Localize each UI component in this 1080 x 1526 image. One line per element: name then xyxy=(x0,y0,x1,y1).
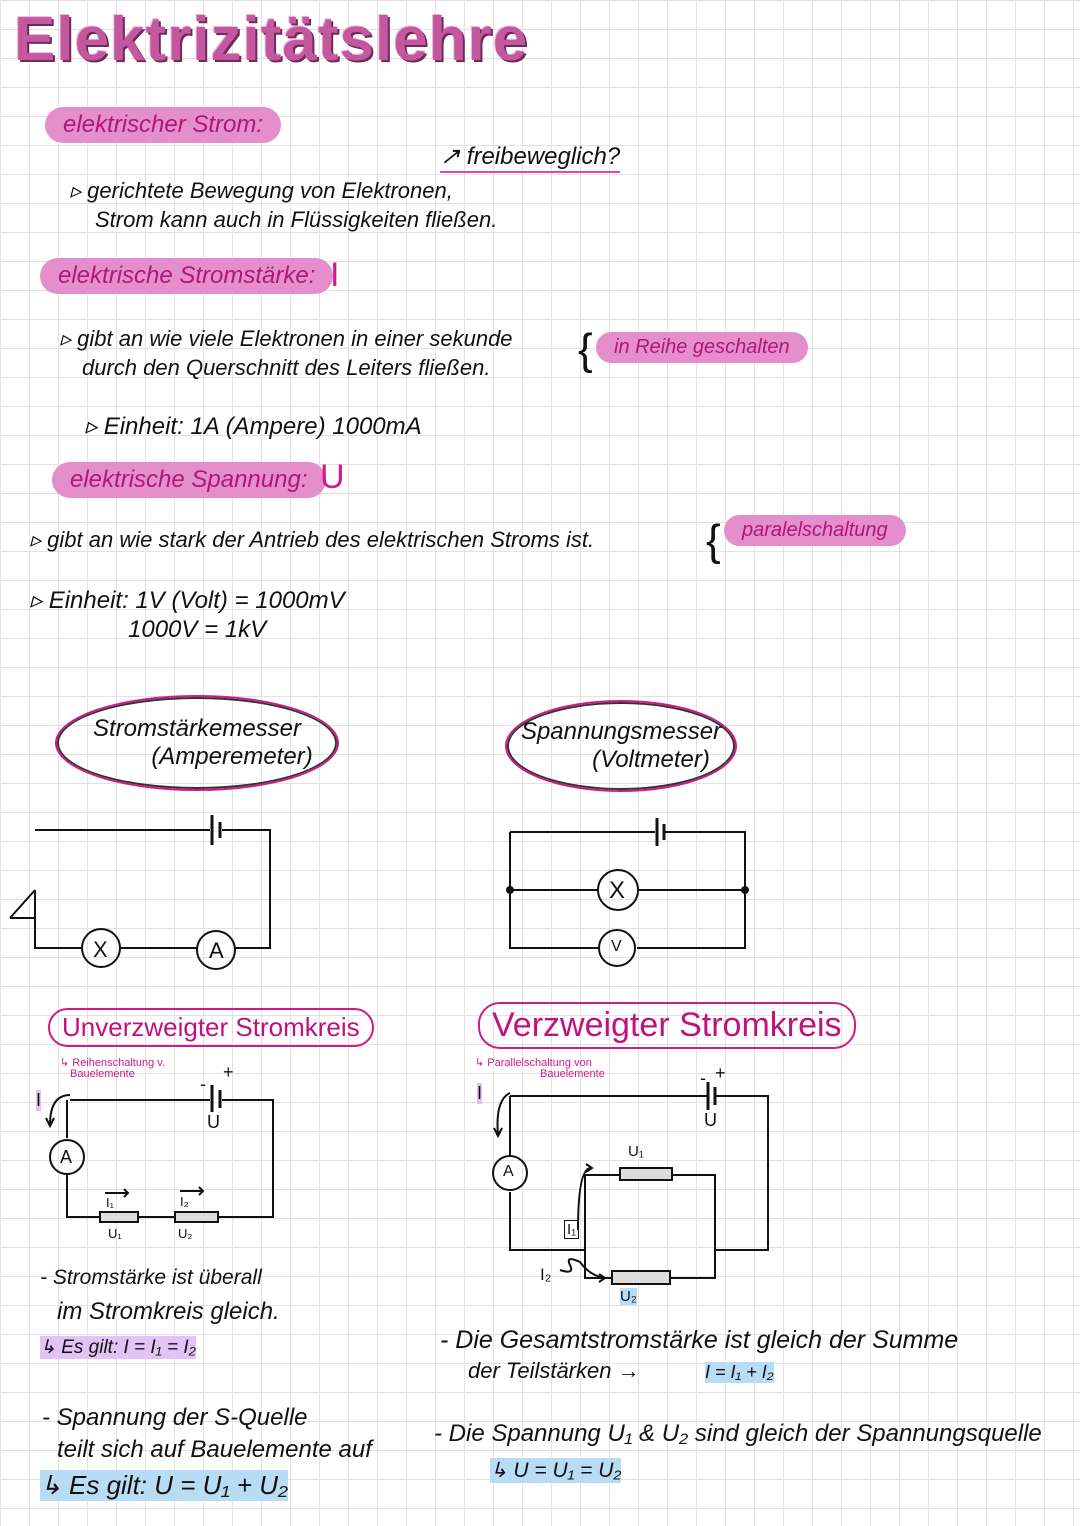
plus-label: + xyxy=(223,1062,234,1082)
series-formula-current: ↳ Es gilt: I = I₁ = I₂ xyxy=(40,1336,196,1359)
ammeter-symbol: A xyxy=(60,1147,73,1167)
stromstaerke-unit: ▹ Einheit: 1A (Ampere) 1000mA xyxy=(85,413,422,440)
minus-label: - xyxy=(200,1074,206,1094)
series-sub-2: Bauelemente xyxy=(70,1068,135,1080)
spannung-line: ▹ gibt an wie stark der Antrieb des elek… xyxy=(30,527,595,552)
amperemeter-title: Stromstärkemesser xyxy=(92,715,302,742)
heading-stromstaerke: elektrische Stromstärke: xyxy=(40,258,334,294)
brace-icon: { xyxy=(706,516,721,565)
series-note-2b: teilt sich auf Bauelemente auf xyxy=(57,1436,372,1463)
series-sub-1: ↳ Reihenschaltung v. xyxy=(60,1057,166,1069)
cloud-amperemeter: Stromstärkemesser (Amperemeter) xyxy=(55,695,339,791)
cloud-voltmeter: Spannungsmesser (Voltmeter) xyxy=(505,700,737,792)
parallel-note-1a: - Die Gesamtstromstärke ist gleich der S… xyxy=(440,1326,959,1354)
u1-label: U₁ xyxy=(628,1143,644,1160)
spannung-unit-2: 1000V = 1kV xyxy=(128,616,267,643)
minus-label: - xyxy=(700,1068,706,1088)
heading-unverzweigt: Unverzweigter Stromkreis xyxy=(48,1008,374,1047)
i2-label: I₂ xyxy=(180,1194,189,1209)
tag-in-reihe: in Reihe geschalten xyxy=(596,332,808,363)
series-formula-voltage: ↳ Es gilt: U = U₁ + U₂ xyxy=(40,1470,288,1501)
heading-verzweigt: Verzweigter Stromkreis xyxy=(478,1002,856,1049)
ammeter-symbol: A xyxy=(503,1163,514,1180)
parallel-sub-1: ↳ Parallelschaltung von xyxy=(475,1057,592,1069)
circuit-voltmeter xyxy=(506,818,749,967)
voltmeter-symbol: V xyxy=(611,938,622,955)
voltage-label: U xyxy=(704,1110,717,1130)
heading-strom: elektrischer Strom: xyxy=(45,107,282,143)
note-freibeweglich: ↗ freibeweglich? xyxy=(440,142,621,173)
circuit-ammeter xyxy=(9,815,271,970)
symbol-I: I xyxy=(330,256,340,294)
lamp-symbol: X xyxy=(609,877,626,904)
voltage-label: U xyxy=(207,1112,220,1132)
series-note-1a: - Stromstärke ist überall xyxy=(40,1266,262,1290)
spannung-unit-1: ▹ Einheit: 1V (Volt) = 1000mV xyxy=(30,587,345,614)
current-label: I xyxy=(36,1090,42,1111)
tag-parallelschaltung: paralelschaltung xyxy=(724,515,906,546)
circuit-series xyxy=(45,1085,274,1223)
stromstaerke-line-1: ▹ gibt an wie viele Elektronen in einer … xyxy=(60,326,513,351)
page-title: Elektrizitätslehre xyxy=(14,5,529,74)
i2-label: I₂ xyxy=(540,1265,552,1284)
amperemeter-sub: (Amperemeter) xyxy=(151,743,313,770)
strom-line-1: ▹ gerichtete Bewegung von Elektronen, xyxy=(70,178,453,203)
parallel-formula-current: I = I₁ + I₂ xyxy=(705,1362,774,1383)
strom-line-2: Strom kann auch in Flüssigkeiten fließen… xyxy=(95,207,498,232)
i1-label: I₁ xyxy=(564,1220,580,1239)
u1-label: U₁ xyxy=(108,1226,122,1241)
parallel-note-1b: der Teilstärken → xyxy=(468,1358,640,1383)
circuit-parallel xyxy=(492,1082,769,1285)
parallel-formula-voltage: ↳ U = U₁ = U₂ xyxy=(490,1458,622,1483)
symbol-U: U xyxy=(320,458,345,496)
parallel-sub-2: Bauelemente xyxy=(540,1068,605,1080)
ammeter-symbol: A xyxy=(209,938,224,963)
series-note-1a-text: - Stromstärke ist überall xyxy=(40,1266,262,1289)
i1-label: I₁ xyxy=(106,1195,114,1210)
stromstaerke-line-2: durch den Querschnitt des Leiters fließe… xyxy=(82,355,491,380)
heading-spannung: elektrische Spannung: xyxy=(52,462,326,498)
current-label: I xyxy=(477,1083,483,1104)
voltmeter-title: Spannungsmesser xyxy=(520,718,722,745)
brace-icon: { xyxy=(578,325,593,374)
voltmeter-sub: (Voltmeter) xyxy=(592,746,710,773)
series-note-2a: - Spannung der S-Quelle xyxy=(42,1404,308,1431)
series-note-1b: im Stromkreis gleich. xyxy=(57,1298,280,1325)
parallel-note-2: - Die Spannung U₁ & U₂ sind gleich der S… xyxy=(434,1420,1042,1447)
plus-label: + xyxy=(715,1063,726,1083)
lamp-symbol: X xyxy=(93,937,108,962)
u2-label: U₂ xyxy=(620,1288,637,1305)
u2-label: U₂ xyxy=(178,1226,193,1241)
